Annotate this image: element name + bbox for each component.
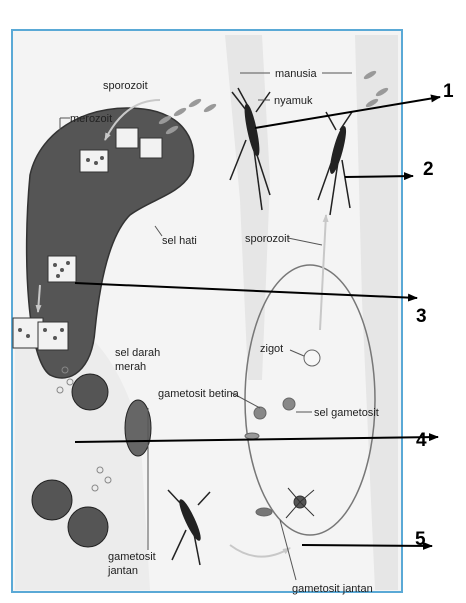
label-gametosit-jantan-left-1: gametosit	[108, 551, 156, 563]
label-merah: merah	[115, 361, 146, 373]
label-sel-darah: sel darah	[115, 347, 160, 359]
number-3: 3	[416, 306, 427, 327]
label-sel-hati: sel hati	[162, 235, 197, 247]
number-5: 5	[415, 529, 426, 550]
label-manusia: manusia	[275, 68, 317, 80]
label-gametosit-jantan-right: gametosit jantan	[292, 583, 373, 595]
number-4: 4	[416, 430, 427, 451]
number-1: 1	[443, 81, 454, 102]
number-2: 2	[423, 159, 434, 180]
label-zigot: zigot	[260, 343, 283, 355]
label-merozoit: merozoit	[70, 113, 112, 125]
label-sel-gametosit: sel gametosit	[314, 407, 379, 419]
pointer-arrow-5	[302, 545, 432, 546]
label-gametosit-betina: gametosit betina	[158, 388, 240, 400]
pointer-arrow-2	[345, 176, 413, 177]
label-sporozoit-top: sporozoit	[103, 80, 148, 92]
label-sporozoit-mid: sporozoit	[245, 233, 290, 245]
label-gametosit-jantan-left-2: jantan	[107, 565, 138, 577]
label-nyamuk: nyamuk	[274, 95, 313, 107]
